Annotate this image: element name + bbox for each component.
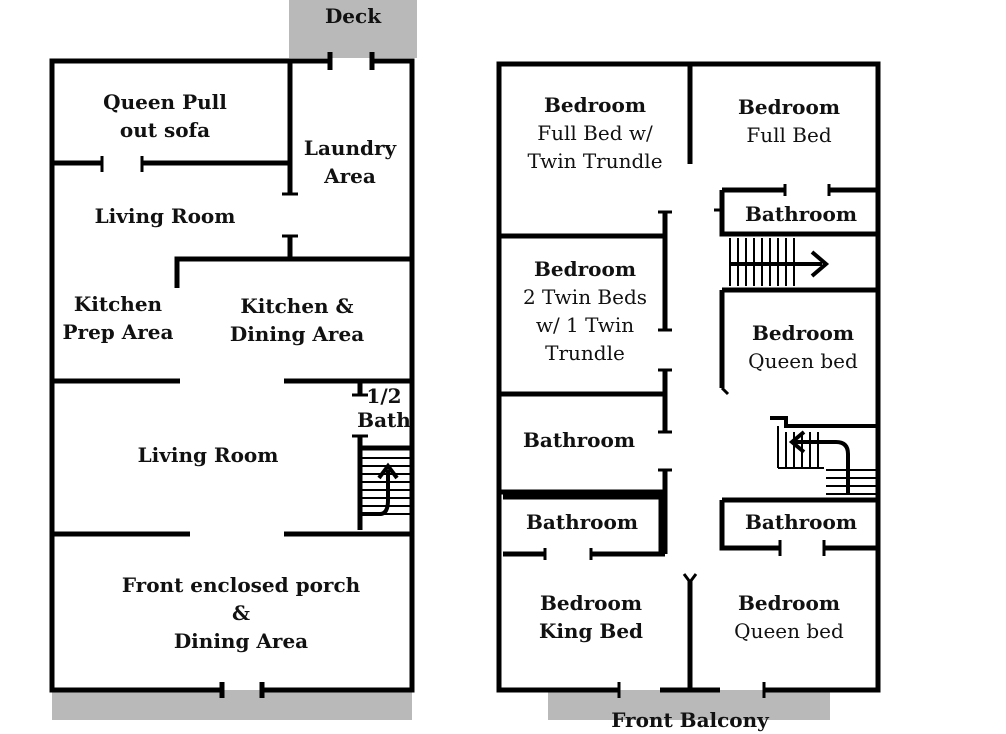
laundry-label: Laundry Area: [303, 136, 397, 188]
queen-pull-out-label: Queen Pull out sofa: [103, 90, 227, 142]
bedroom-queen-right-label: Bedroom Queen bed: [748, 321, 858, 373]
bedroom-king-label: Bedroom King Bed: [538, 591, 644, 643]
bedroom-full-trundle-label: Bedroom Full Bed w/ Twin Trundle: [527, 93, 663, 173]
kitchen-dining-label: Kitchen & Dining Area: [229, 294, 365, 346]
bathroom-left-low-label: Bathroom: [525, 510, 639, 534]
second-floor-stairs-upper: [729, 238, 830, 286]
wall-kitchen: [174, 256, 412, 288]
front-door: [219, 682, 265, 698]
bathroom-upper-right-label: Bathroom: [744, 202, 858, 226]
front-porch-label: Front enclosed porch & Dining Area: [121, 573, 361, 653]
bathroom-left-mid-label: Bathroom: [522, 428, 636, 452]
kitchen-prep-label: Kitchen Prep Area: [62, 292, 174, 344]
front-balcony-label: Front Balcony: [611, 708, 769, 732]
front-balcony-pad: [548, 690, 830, 720]
living-room-upper-label: Living Room: [94, 204, 236, 228]
first-floor-outer-wall: [49, 58, 415, 693]
bedroom-full-label: Bedroom Full Bed: [738, 95, 840, 147]
second-floor-stairs-lower: [770, 416, 878, 495]
deck-door: [327, 52, 375, 70]
front-step-pad: [52, 690, 412, 720]
bedroom-twin-trundle-label: Bedroom 2 Twin Beds w/ 1 Twin Trundle: [522, 257, 648, 365]
bathroom-right-low-label: Bathroom: [744, 510, 858, 534]
living-room-lower-label: Living Room: [137, 443, 279, 467]
deck-label: Deck: [324, 4, 382, 28]
first-floor-stairs: [360, 457, 410, 516]
bedroom-queen-bottom-label: Bedroom Queen bed: [734, 591, 844, 643]
deck-pad: [289, 0, 417, 58]
half-bath-label: 1/2 Bath: [357, 384, 411, 432]
